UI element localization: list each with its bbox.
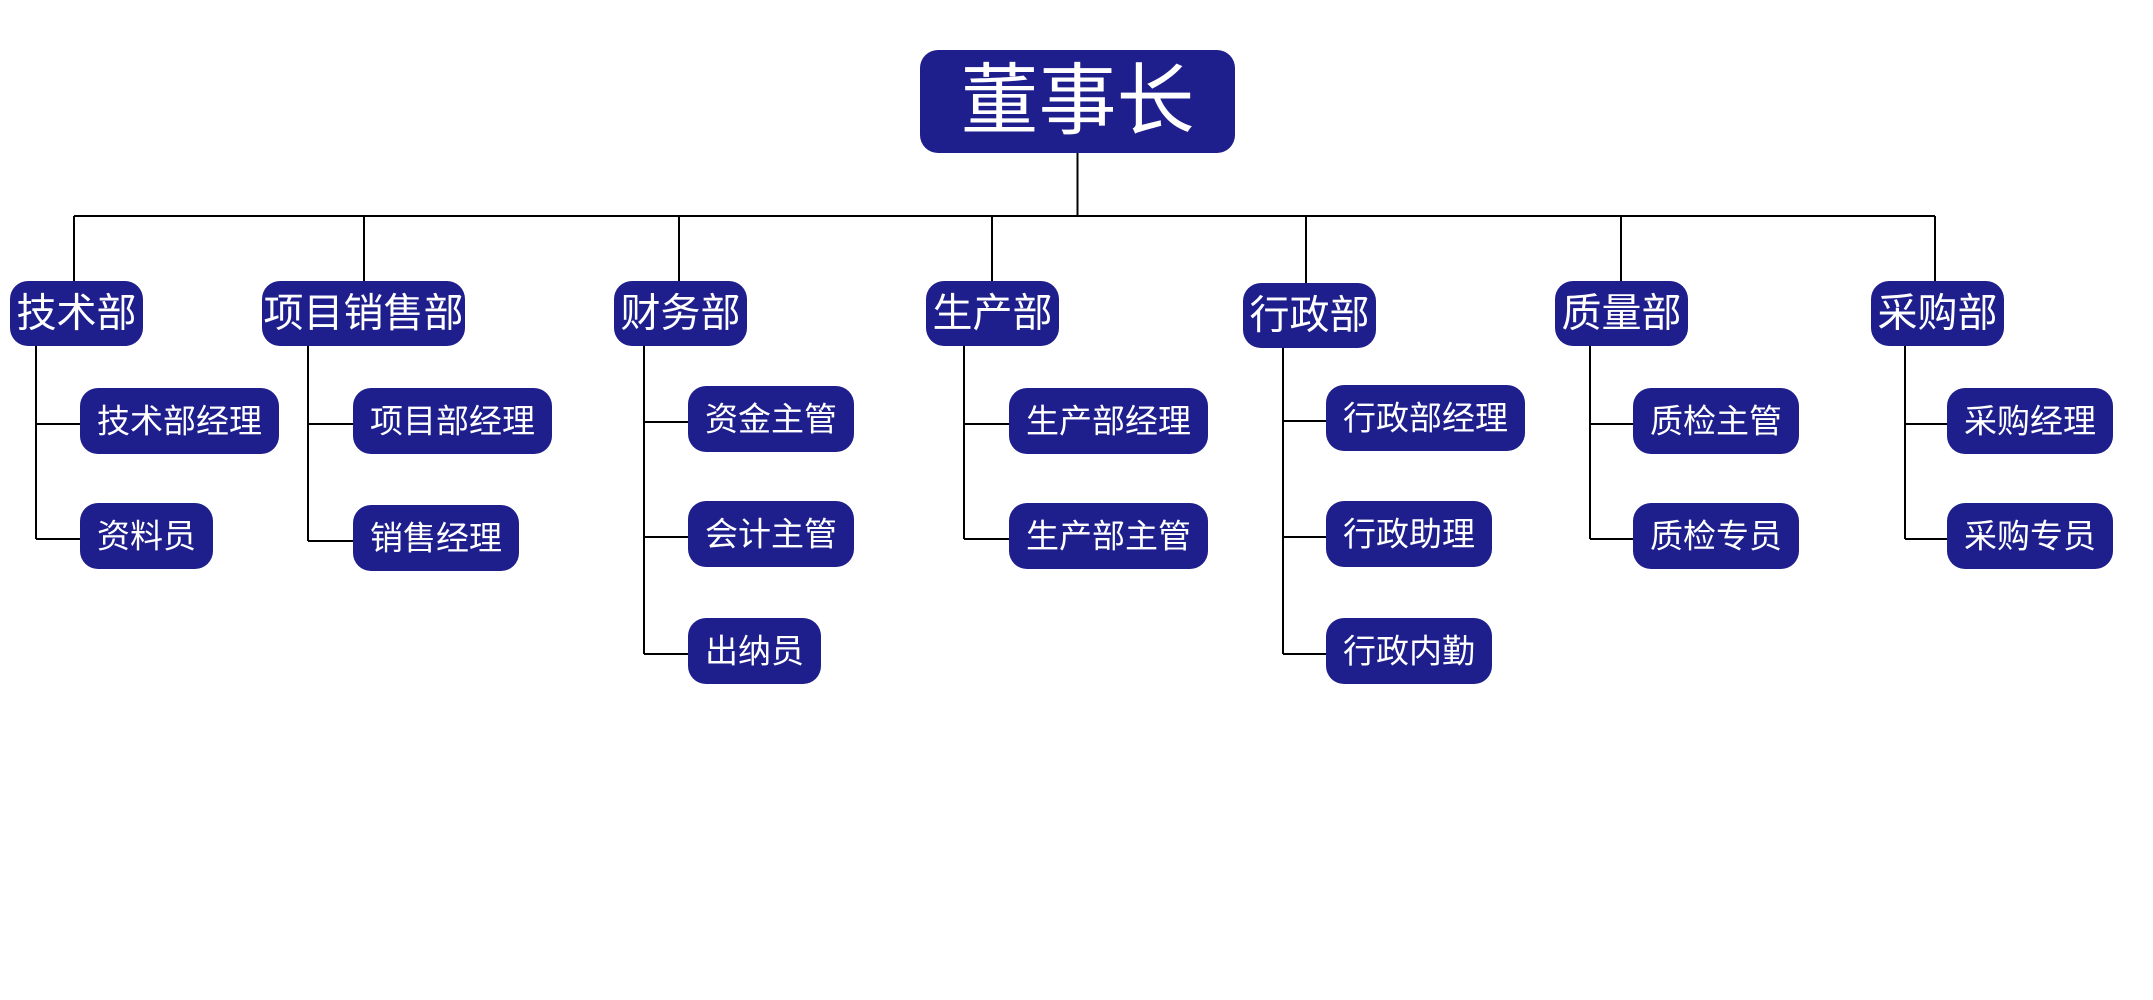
- position-node: 行政部经理: [1326, 385, 1525, 451]
- position-node-label: 采购专员: [1964, 517, 2096, 556]
- department-node: 技术部: [10, 281, 143, 346]
- position-node-box: [1009, 388, 1208, 454]
- connector-lines: [35, 153, 1947, 655]
- position-node-label: 技术部经理: [97, 402, 262, 441]
- position-node-box: [688, 386, 854, 452]
- position-node-box: [80, 388, 279, 454]
- position-node-label: 项目部经理: [370, 402, 535, 441]
- department-node: 采购部: [1871, 281, 2004, 346]
- position-node-box: [353, 388, 552, 454]
- position-node-box: [688, 618, 821, 684]
- position-node: 质检专员: [1633, 503, 1799, 569]
- position-node: 资料员: [80, 503, 213, 569]
- position-node-label: 资料员: [97, 517, 196, 556]
- department-node: 项目销售部: [262, 281, 465, 346]
- position-node-label: 出纳员: [705, 632, 804, 671]
- root-node-box: [920, 50, 1235, 153]
- position-node-label: 质检专员: [1650, 517, 1782, 556]
- position-node-box: [1947, 503, 2113, 569]
- department-node: 财务部: [614, 281, 747, 346]
- department-node-label: 技术部: [17, 291, 137, 337]
- position-node-label: 生产部经理: [1026, 402, 1191, 441]
- position-node: 会计主管: [688, 501, 854, 567]
- position-node-label: 资金主管: [705, 400, 837, 439]
- position-node-box: [1947, 388, 2113, 454]
- position-node-box: [1326, 501, 1492, 567]
- position-node: 生产部主管: [1009, 503, 1208, 569]
- position-node: 行政内勤: [1326, 618, 1492, 684]
- root-node: 董事长: [920, 50, 1235, 153]
- position-node-box: [1326, 618, 1492, 684]
- position-node-box: [688, 501, 854, 567]
- department-node-box: [614, 281, 747, 346]
- department-node-label: 财务部: [621, 291, 741, 337]
- department-node-box: [262, 281, 465, 346]
- position-node: 销售经理: [353, 505, 519, 571]
- department-node-label: 质量部: [1562, 291, 1682, 337]
- position-node: 生产部经理: [1009, 388, 1208, 454]
- position-node-box: [1009, 503, 1208, 569]
- position-node: 采购经理: [1947, 388, 2113, 454]
- department-node: 质量部: [1555, 281, 1688, 346]
- position-node-label: 行政部经理: [1343, 399, 1508, 438]
- position-node-label: 生产部主管: [1026, 517, 1191, 556]
- position-node-label: 质检主管: [1650, 402, 1782, 441]
- department-node: 行政部: [1243, 283, 1376, 348]
- position-node-box: [1633, 388, 1799, 454]
- department-node-label: 项目销售部: [264, 291, 464, 337]
- position-node: 行政助理: [1326, 501, 1492, 567]
- department-node-box: [1871, 281, 2004, 346]
- position-node-box: [353, 505, 519, 571]
- department-node-box: [1555, 281, 1688, 346]
- position-node: 资金主管: [688, 386, 854, 452]
- position-node: 技术部经理: [80, 388, 279, 454]
- position-node: 采购专员: [1947, 503, 2113, 569]
- department-node-label: 行政部: [1250, 293, 1370, 339]
- position-node-label: 行政助理: [1343, 515, 1475, 554]
- position-node: 出纳员: [688, 618, 821, 684]
- position-node-box: [1326, 385, 1525, 451]
- position-node: 质检主管: [1633, 388, 1799, 454]
- department-node-label: 采购部: [1878, 291, 1998, 337]
- root-node-label: 董事长: [960, 57, 1194, 147]
- position-node-box: [1633, 503, 1799, 569]
- department-node-box: [926, 281, 1059, 346]
- department-node: 生产部: [926, 281, 1059, 346]
- position-node-label: 行政内勤: [1343, 632, 1475, 671]
- department-node-box: [1243, 283, 1376, 348]
- department-node-box: [10, 281, 143, 346]
- position-node: 项目部经理: [353, 388, 552, 454]
- position-node-label: 销售经理: [370, 519, 502, 558]
- department-node-label: 生产部: [933, 291, 1053, 337]
- position-node-box: [80, 503, 213, 569]
- position-node-label: 会计主管: [705, 515, 837, 554]
- position-node-label: 采购经理: [1964, 402, 2096, 441]
